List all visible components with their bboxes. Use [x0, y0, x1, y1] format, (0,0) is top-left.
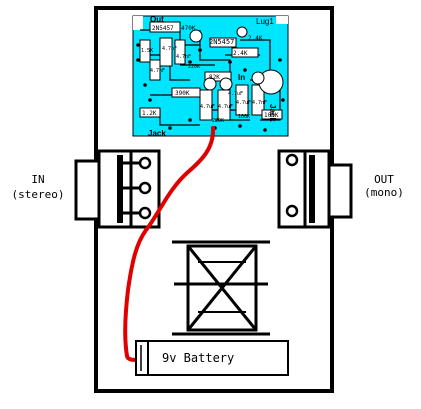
- pcb-component-label: 100K: [238, 114, 250, 120]
- battery-label: 9v Battery: [162, 351, 234, 365]
- pcb-jack-label-left: Jack: [148, 129, 166, 138]
- output-mode-label: (mono): [364, 186, 404, 199]
- input-label: IN: [31, 173, 44, 186]
- pcb-component-label: 2N5457: [209, 38, 234, 46]
- pcb-component-label: 4.7uF: [200, 104, 215, 110]
- pcb-out-label: Out: [150, 15, 164, 24]
- pcb-component-label: 4.7uF: [228, 91, 243, 97]
- pcb-component-label: 470K: [181, 25, 196, 32]
- pcb-board: 2N5457 2N5457 470K 1.5K 4.7nF 2.4K 82K 3…: [132, 15, 289, 138]
- input-jack: [74, 149, 161, 229]
- pcb-component-label: 2N5457: [152, 25, 174, 32]
- pcb-component-label: 220K: [212, 118, 224, 124]
- pcb-component-label: 4.7uF: [218, 104, 233, 110]
- battery-wire: [123, 126, 216, 362]
- pcb-jack-label-right: Jack: [268, 104, 277, 122]
- pcb-component-label: 1.5K: [141, 48, 153, 54]
- pcb-component-label: 2.4K: [233, 50, 248, 57]
- pcb-component-label: 4.7nF: [162, 46, 177, 52]
- output-label: OUT: [374, 173, 394, 186]
- input-mode-label: (stereo): [12, 188, 65, 201]
- pcb-lug-label: Lug1: [256, 17, 274, 26]
- pcb-component-label: 4.7nF: [150, 68, 165, 74]
- pcb-component-label: 4.7nF: [252, 100, 267, 106]
- pcb-component-label: 1.2K: [142, 110, 157, 117]
- pcb-component-label: 390K: [175, 90, 190, 97]
- pcb-component-label: 220K: [188, 64, 200, 70]
- pcb-component-label: 4.7nF: [176, 54, 191, 60]
- pcb-component-label: 100K: [264, 112, 279, 119]
- pcb-component-label: 4.7uF: [236, 100, 251, 106]
- pcb-component-label: 2.4K: [248, 35, 263, 42]
- pcb-in-label: In: [238, 73, 245, 82]
- pcb-component-label: 82K: [209, 74, 220, 81]
- output-jack: [277, 149, 353, 229]
- battery: 9v Battery: [135, 340, 289, 376]
- footswitch: [172, 240, 270, 336]
